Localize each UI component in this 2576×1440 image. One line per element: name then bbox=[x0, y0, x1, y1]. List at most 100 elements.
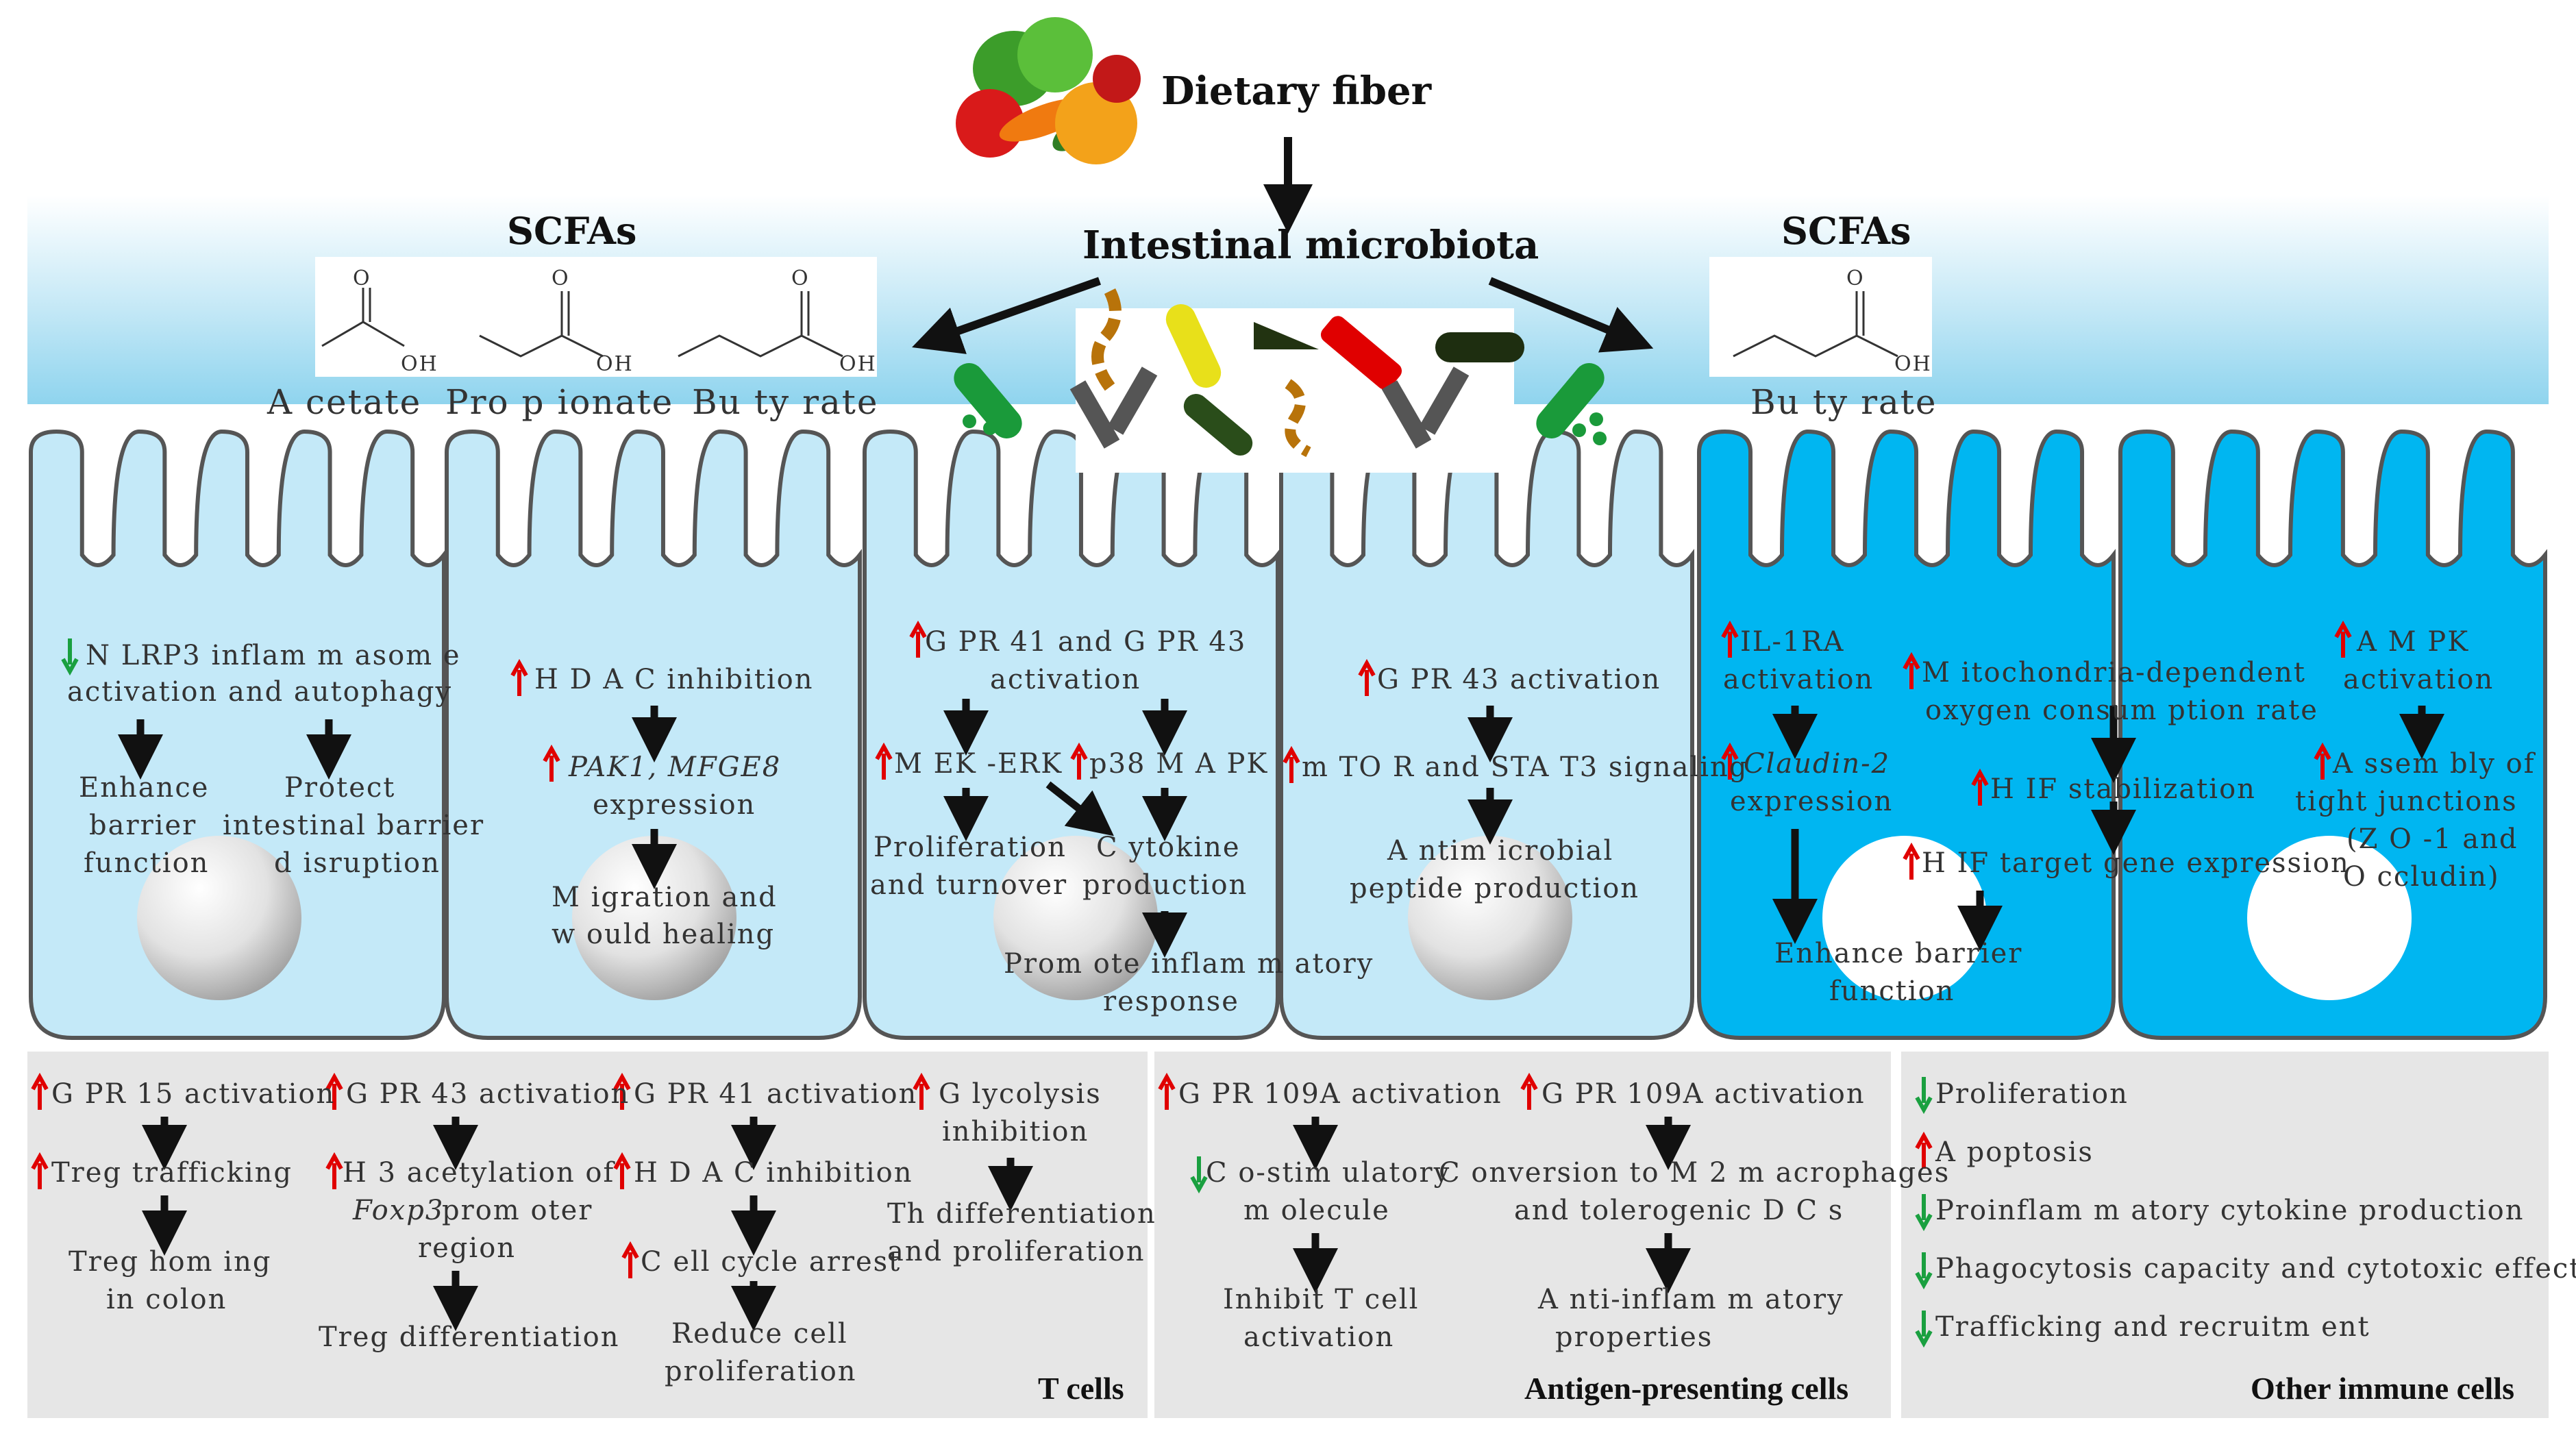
c1-function: function bbox=[84, 847, 210, 879]
c6-tight: tight junctions bbox=[2295, 786, 2518, 817]
down-arrow-icon bbox=[1915, 1077, 1933, 1115]
epithelial-cell-1 bbox=[29, 429, 446, 1040]
apc-c1-inhibit: Inhibit T cell bbox=[1223, 1284, 1420, 1315]
c3-p38: p38 M A PK bbox=[1089, 748, 1269, 780]
t-c1-homing: Treg hom ing bbox=[69, 1246, 272, 1278]
up-arrow-icon bbox=[1903, 842, 1920, 880]
scfa-right-structure bbox=[1709, 257, 1932, 377]
c5-enhance: Enhance barrier bbox=[1774, 938, 2023, 969]
scfa-left-structures bbox=[315, 257, 877, 377]
c3-activation: activation bbox=[990, 664, 1141, 695]
up-arrow-icon bbox=[31, 1072, 49, 1110]
c3-cytokine: C ytokine bbox=[1096, 832, 1241, 863]
c2-pak1: PAK1, MFGE8 bbox=[569, 752, 782, 783]
other-immune-title: Other immune cells bbox=[2251, 1371, 2514, 1406]
up-arrow-icon bbox=[325, 1152, 343, 1189]
propionate-o: O bbox=[552, 266, 570, 290]
other-phagocytosis: Phagocytosis capacity and cytotoxic effe… bbox=[1935, 1253, 2576, 1284]
c6-zo1: (Z O -1 and bbox=[2346, 823, 2518, 855]
t-c2-treg-diff: Treg differentiation bbox=[319, 1321, 620, 1353]
other-apoptosis: A poptosis bbox=[1935, 1137, 2094, 1168]
apc-c1-costim: C o-stim ulatory bbox=[1206, 1157, 1451, 1189]
up-arrow-icon bbox=[613, 1152, 631, 1189]
up-arrow-icon bbox=[1358, 658, 1376, 696]
c3-gpr: G PR 41 and G PR 43 bbox=[925, 626, 1247, 658]
nucleus-5 bbox=[1822, 836, 1987, 1000]
c1-intestinal-barrier: intestinal barrier bbox=[223, 810, 485, 841]
nucleus-6 bbox=[2247, 836, 2412, 1000]
t-c2-gpr43: G PR 43 activation bbox=[346, 1078, 630, 1110]
c5-mito: M itochondria-dependent bbox=[1922, 657, 2306, 688]
c2-hdac: H D A C inhibition bbox=[534, 664, 814, 695]
microbiota-to-scfa-left-arrow bbox=[912, 277, 1102, 354]
butyrate-right-o: O bbox=[1846, 266, 1865, 290]
c6-ampk: A M PK bbox=[2357, 626, 2470, 658]
c3-production: production bbox=[1082, 869, 1248, 901]
pathway-arrow bbox=[1045, 781, 1114, 836]
c5-hif-stab: H IF stabilization bbox=[1990, 773, 2256, 805]
c2-migration: M igration and bbox=[552, 882, 778, 913]
panel-apc bbox=[1154, 1052, 1891, 1418]
c5-function: function bbox=[1829, 976, 1955, 1007]
epithelial-cell-6 bbox=[2118, 429, 2547, 1040]
up-arrow-icon bbox=[325, 1072, 343, 1110]
down-arrow-icon bbox=[1915, 1194, 1933, 1232]
c1-enhance: Enhance bbox=[79, 772, 210, 804]
nucleus-2 bbox=[572, 836, 736, 1000]
bacteria-cluster bbox=[954, 288, 1607, 473]
t-c4-glycolysis: G lycolysis bbox=[939, 1078, 1102, 1110]
c1-nlrp3: N LRP3 inflam m asom e bbox=[86, 640, 461, 671]
up-arrow-icon bbox=[613, 1072, 631, 1110]
c2-expression: expression bbox=[593, 789, 756, 821]
butyrate-label: Bu ty rate bbox=[692, 382, 879, 422]
up-arrow-icon bbox=[1721, 742, 1739, 780]
c5-il1ra: IL-1RA bbox=[1740, 626, 1845, 658]
c2-healing: w ould healing bbox=[552, 919, 776, 950]
epithelial-cell-3 bbox=[863, 429, 1280, 1040]
up-arrow-icon bbox=[913, 1072, 930, 1110]
c5-hif-target: H IF target gene expression bbox=[1922, 847, 2350, 879]
up-arrow-icon bbox=[1971, 768, 1989, 806]
epithelial-cell-5 bbox=[1697, 429, 2116, 1040]
t-c2-h3: H 3 acetylation of bbox=[343, 1157, 615, 1189]
up-arrow-icon bbox=[1915, 1131, 1933, 1169]
down-arrow-icon bbox=[1915, 1311, 1933, 1348]
c3-proliferation: Proliferation bbox=[874, 832, 1067, 863]
apc-c2-antiinflam: A nti-inflam m atory bbox=[1538, 1284, 1844, 1315]
c3-response: response bbox=[1103, 986, 1239, 1017]
apc-title: Antigen-presenting cells bbox=[1524, 1371, 1849, 1406]
other-proliferation: Proliferation bbox=[1935, 1078, 2129, 1110]
c4-gpr43: G PR 43 activation bbox=[1377, 664, 1661, 695]
up-arrow-icon bbox=[875, 742, 893, 780]
other-trafficking: Trafficking and recruitm ent bbox=[1935, 1311, 2370, 1343]
c4-mtor: m TO R and STA T3 signaling bbox=[1302, 752, 1748, 783]
up-arrow-icon bbox=[1070, 742, 1088, 780]
t-c1-treg-traffic: Treg trafficking bbox=[51, 1157, 293, 1189]
c1-disruption: d isruption bbox=[274, 847, 441, 879]
t-c3-reduce: Reduce cell bbox=[671, 1318, 848, 1350]
up-arrow-icon bbox=[621, 1241, 639, 1278]
pathway-arrows bbox=[118, 699, 2444, 1331]
t-c3-hdac: H D A C inhibition bbox=[634, 1157, 913, 1189]
c4-peptide: peptide production bbox=[1350, 873, 1640, 904]
regulation-marks bbox=[31, 620, 2352, 1348]
microbiota-label: Intestinal microbiota bbox=[1082, 223, 1539, 268]
microbiota-to-scfa-right-arrow bbox=[1488, 277, 1654, 353]
apc-c1-molecule: m olecule bbox=[1243, 1195, 1390, 1226]
t-c4-th: Th differentiation bbox=[887, 1198, 1156, 1230]
apc-c2-properties: properties bbox=[1555, 1321, 1713, 1353]
c1-activation: activation and autophagy bbox=[67, 676, 453, 708]
up-arrow-icon bbox=[543, 744, 560, 782]
up-arrow-icon bbox=[31, 1152, 49, 1189]
other-proinflam: Proinflam m atory cytokine production bbox=[1935, 1195, 2525, 1226]
up-arrow-icon bbox=[510, 658, 528, 696]
c1-barrier: barrier bbox=[89, 810, 197, 841]
c5-expression: expression bbox=[1730, 786, 1894, 817]
c5-claudin: Claudin-2 bbox=[1744, 748, 1891, 780]
nucleus-3 bbox=[993, 836, 1158, 1000]
up-arrow-icon bbox=[2334, 620, 2352, 658]
c1-protect: Protect bbox=[284, 772, 396, 804]
t-c2-foxp3: Foxp3 bbox=[353, 1195, 445, 1226]
butyrate-right-label: Bu ty rate bbox=[1750, 382, 1937, 422]
